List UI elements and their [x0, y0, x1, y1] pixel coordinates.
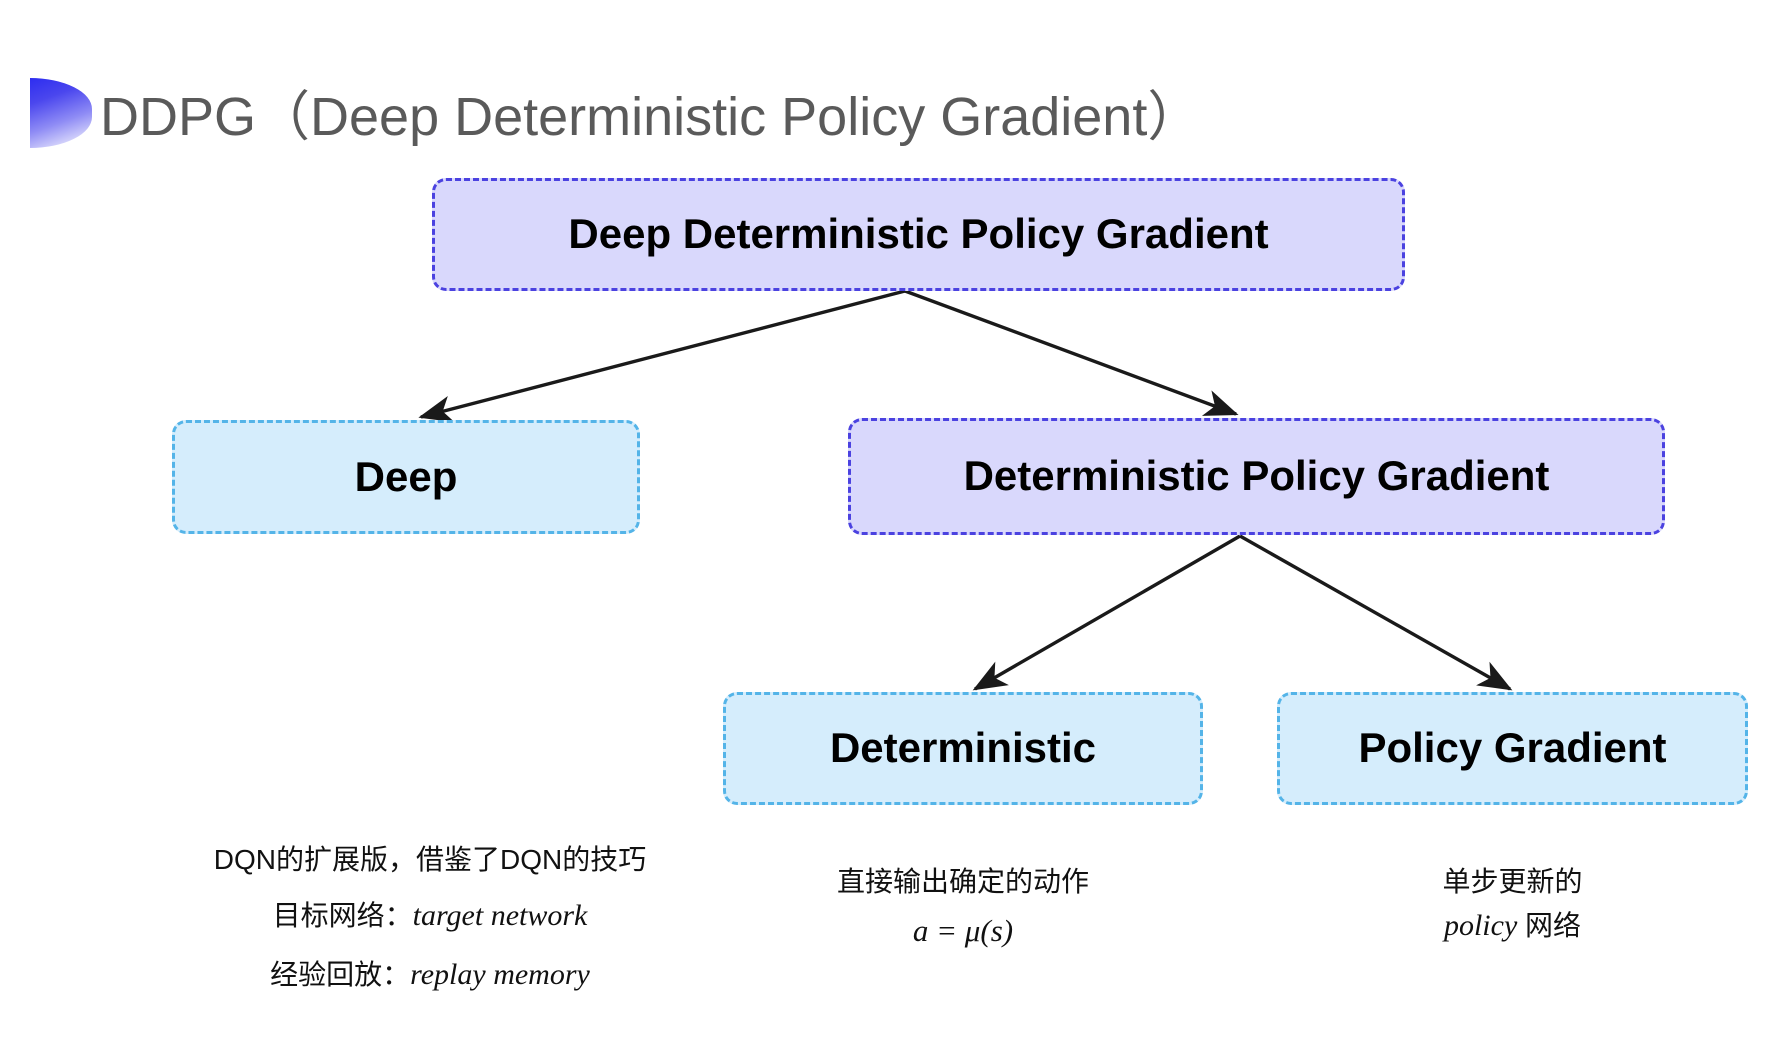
arrow-root-to-dpg	[904, 289, 1239, 416]
caption-policy-gradient: 单步更新的 policy 网络	[1277, 860, 1748, 950]
half-circle-gradient-bullet-icon	[30, 78, 92, 148]
arrow-root-to-deep	[418, 289, 906, 423]
node-deterministic[interactable]: Deterministic	[723, 692, 1203, 805]
node-policy-gradient[interactable]: Policy Gradient	[1277, 692, 1748, 805]
caption-deep-line3-value: replay memory	[410, 957, 590, 991]
caption-deep-line3: 经验回放：replay memory	[110, 952, 750, 999]
arrow-dpg-to-policy-gradient	[1239, 534, 1513, 691]
caption-deterministic-formula: a = μ(s)	[912, 913, 1014, 949]
caption-deep-line2-label: 目标网络：	[272, 900, 413, 932]
arrow-dpg-to-deterministic	[972, 534, 1241, 691]
node-deterministic-policy-gradient[interactable]: Deterministic Policy Gradient	[848, 418, 1665, 535]
caption-deterministic: 直接输出确定的动作 a = μ(s)	[723, 860, 1203, 955]
caption-policy-gradient-line2-value: policy	[1443, 909, 1518, 943]
caption-deep-line1: DQN的扩展版，借鉴了DQN的技巧	[213, 844, 647, 875]
caption-deep-line3-label: 经验回放：	[270, 958, 411, 990]
caption-policy-gradient-line2-suffix: 网络	[1517, 910, 1582, 942]
caption-deterministic-line1: 直接输出确定的动作	[836, 866, 1089, 897]
caption-policy-gradient-line1: 单步更新的	[1442, 866, 1583, 897]
page-title: DDPG（Deep Deterministic Policy Gradient）	[100, 87, 1202, 147]
caption-deep-line2: 目标网络：target network	[110, 893, 750, 940]
node-deep[interactable]: Deep	[172, 420, 640, 534]
caption-policy-gradient-line2: policy 网络	[1277, 903, 1748, 950]
caption-deep: DQN的扩展版，借鉴了DQN的技巧 目标网络：target network 经验…	[110, 838, 750, 1010]
node-deep-deterministic-policy-gradient[interactable]: Deep Deterministic Policy Gradient	[432, 178, 1405, 291]
caption-deep-line2-value: target network	[412, 899, 588, 933]
